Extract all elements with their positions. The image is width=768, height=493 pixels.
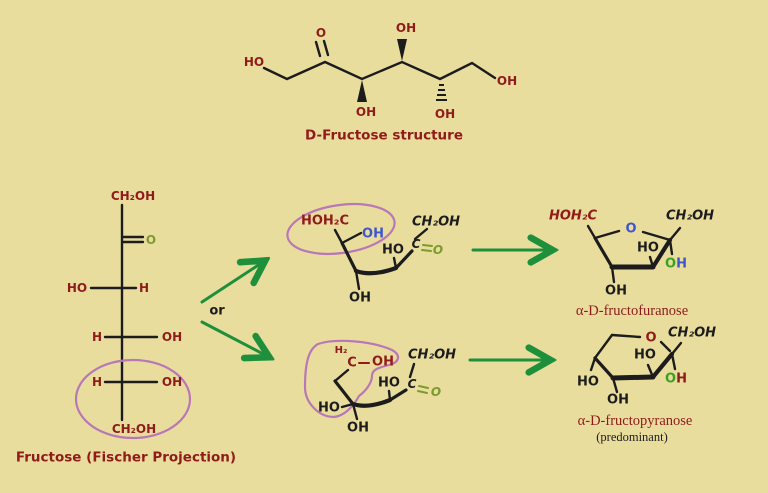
openpyranose-oh-bottom-label: OH [347,420,369,436]
fischer-c5-right-label: OH [161,375,183,389]
furanose-ch2oh-label: CH₂OH [665,208,715,224]
top-oh-c3-label: OH [355,105,377,119]
openpyranose-c2-label: C [407,377,417,391]
openpyranose-ch2oh-label: CH₂OH [407,347,457,363]
fischer-c4-right-label: OH [161,330,183,344]
blob-annotation-bottom [303,339,400,419]
fischer-caption: Fructose (Fischer Projection) [15,449,237,466]
fischer-c3-left-label: HO [66,281,88,295]
pyranose-anomeric-oh-label: OH [665,373,687,386]
furanose-ring-o-label: O [625,221,637,237]
fischer-circle-annotation [74,358,192,440]
open-pyranose-skeleton [303,339,429,421]
furanose-hoh2c-label: HOH₂C [548,208,598,224]
fischer-c6-label: CH₂OH [111,422,157,436]
openfuranose-o-label: O [432,243,444,257]
fischer-c4-left-label: H [91,330,103,344]
fischer-c5-left-label: H [91,375,103,389]
fischer-c1-label: CH₂OH [110,189,156,203]
pyranose-caption: α-D-fructopyranose [577,412,693,429]
arrow-down-right-icon [200,320,267,356]
openpyranose-o-label: O [430,385,442,399]
openfuranose-c-label: C [411,237,421,251]
wedge-bond-c4 [397,39,407,61]
top-oh-c6-label: OH [496,74,518,88]
diverging-arrows [200,262,267,356]
furanose-anomeric-oh-label: OH [665,258,687,271]
furanose-ho-inner-label: HO [637,240,659,256]
top-oh-c4-label: OH [395,21,417,35]
openfuranose-oh-blue-label: OH [362,226,384,242]
or-label: or [209,303,225,319]
top-carbonyl-o-label: O [315,26,327,40]
pyranose-ch2oh-label: CH₂OH [667,325,717,341]
pyranose-ring-skeleton [589,333,683,394]
furanose-oh-bottom-label: OH [605,283,627,299]
fischer-carbonyl-o-label: O [145,233,157,247]
top-oh-c5-label: OH [434,107,456,121]
hash-bond-c5 [436,84,447,101]
openpyranose-oh-red-label: OH [372,354,394,370]
arrow-up-right-icon [200,262,263,304]
openfuranose-ch2oh-label: CH₂OH [411,214,461,230]
circle-annotation-top [286,202,396,256]
pyranose-anomeric-h: H [676,371,687,387]
fischer-c3-right-label: H [138,281,150,295]
furanose-ring-skeleton [586,224,682,284]
top-ho-label: HO [243,55,265,69]
fischer-skeleton [74,203,192,440]
openpyranose-ho-left-label: HO [318,400,340,416]
pyranose-ho-inner-label: HO [634,347,656,363]
furanose-anomeric-o: O [665,256,677,272]
top-chain-caption: D-Fructose structure [305,127,463,144]
top-chain-skeleton [262,39,497,102]
openpyranose-h2-label: H₂ [334,345,348,356]
openpyranose-ho-label: HO [378,375,400,391]
openfuranose-oh-bottom-label: OH [349,290,371,306]
open-furanose-skeleton [286,202,433,291]
openfuranose-hoh2c-label: HOH₂C [300,213,350,229]
pyranose-ring-o-label: O [645,330,657,346]
wedge-bond-c3 [357,80,367,102]
openfuranose-ho-label: HO [382,242,404,258]
pyranose-ho-left-label: HO [577,374,599,390]
openpyranose-c-label: C [347,355,357,371]
pyranose-oh-bottom-label: OH [607,392,629,408]
pyranose-anomeric-o: O [665,371,677,387]
furanose-anomeric-h: H [676,256,687,272]
furanose-caption: α-D-fructofuranose [575,302,689,319]
pyranose-note: (predominant) [596,429,668,444]
